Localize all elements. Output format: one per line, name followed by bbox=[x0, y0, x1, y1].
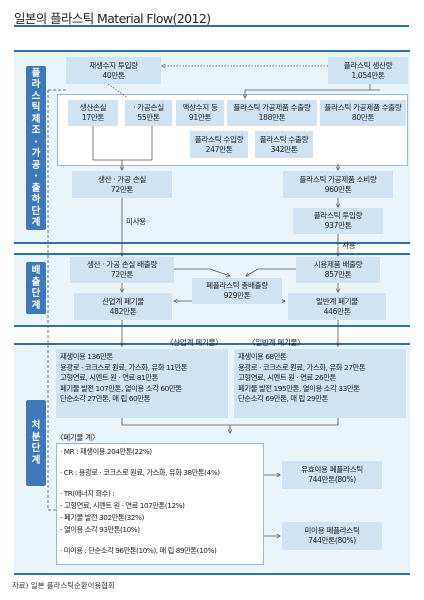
general-line: 용광로 · 코크스로 원료, 가스화, 유화 27만톤 bbox=[238, 362, 366, 372]
industrial-header: 〈산업계 폐기물〉 bbox=[166, 338, 223, 347]
processing-loss-value: 55만톤 bbox=[137, 113, 160, 122]
stage-label-production: 플라스틱제조·가공·출하단계 bbox=[26, 66, 46, 230]
resin-input-box: 재생수지 투입량 40만톤 bbox=[66, 57, 161, 84]
total-emission-name: 폐플라스틱 총배출량 bbox=[206, 281, 268, 291]
general-waste-box: 일반계 폐기물 446만톤 bbox=[288, 293, 386, 320]
product-export-value: 188만톤 bbox=[258, 113, 286, 122]
processed-export-value: 80만톤 bbox=[351, 113, 375, 122]
loss-emission-name: 생산 · 가공 손실 배출량 bbox=[86, 260, 158, 270]
effective-use-box: 유효이용 폐플라스틱 744만톤(80%) bbox=[282, 461, 382, 489]
plastic-import-name: 플라스틱 수입량 bbox=[194, 134, 244, 144]
production-loss-name: 생산손실 bbox=[79, 103, 107, 113]
market-emission-name: 시용제품 배출량 bbox=[313, 260, 363, 270]
consumption-box: 플라스틱 가공제품 소비량 960만톤 bbox=[283, 171, 393, 198]
loss-emission-box: 생산 · 가공 손실 배출량 72만톤 bbox=[70, 257, 174, 283]
general-detail-box: 재생이용 68만톤 용광로 · 코크스로 원료, 가스화, 유화 27만톤 고형… bbox=[234, 349, 406, 418]
plastic-export-box: 플라스틱 수출량 342만톤 bbox=[255, 131, 313, 158]
unutilized-box: 미이용 폐플라스틱 744만톤(80%) bbox=[282, 522, 382, 550]
industrial-waste-name: 산업계 폐기물 bbox=[102, 296, 144, 306]
tr-header: · TR(에너지 회수) : bbox=[60, 489, 115, 498]
processing-loss-box: · 가공손실 55만톤 bbox=[125, 100, 172, 126]
liquid-resin-value: 91만톤 bbox=[188, 113, 212, 122]
plastic-output-name: 플라스틱 생산량 bbox=[343, 60, 393, 70]
general-line: 단순소각 69만톤, 매 립 29만톤 bbox=[238, 394, 328, 404]
consumption-name: 플라스틱 가공제품 소비량 bbox=[299, 174, 377, 184]
industrial-waste-value: 482만톤 bbox=[109, 306, 137, 316]
tr-line: - 열이용 소각 93만톤(10%) bbox=[60, 525, 140, 534]
use-label: 사용 bbox=[342, 241, 356, 250]
resin-input-value: 40만톤 bbox=[102, 70, 125, 80]
general-waste-name: 일반계 폐기물 bbox=[316, 296, 358, 306]
unused-label: 미사용 bbox=[126, 217, 146, 226]
loss-emission-value: 72만톤 bbox=[110, 270, 134, 279]
plastic-import-box: 플라스틱 수입량 247만톤 bbox=[190, 131, 248, 158]
industrial-line: 용광로 · 코크스로 원료, 가스화, 유화 11만톤 bbox=[60, 362, 188, 372]
plastic-output-box: 플라스틱 생산량 1,054만톤 bbox=[328, 57, 408, 84]
total-emission-box: 폐플라스틱 총배출량 929만톤 bbox=[192, 278, 282, 304]
processing-loss-name: · 가공손실 bbox=[133, 103, 164, 113]
title-underline bbox=[14, 25, 409, 27]
general-waste-value: 446만톤 bbox=[323, 306, 351, 316]
plastic-export-name: 플라스틱 수출량 bbox=[259, 134, 309, 144]
plastic-input-name: 플라스틱 투입량 bbox=[313, 211, 363, 221]
production-loss-box: 생산손실 17만톤 bbox=[68, 100, 118, 126]
market-emission-value: 857만톤 bbox=[324, 270, 352, 279]
industrial-line: 폐기물 발전 107만톤, 열이용 소각 60만톤 bbox=[60, 383, 182, 393]
plastic-import-value: 247만톤 bbox=[205, 144, 233, 154]
general-line: 고형연료, 시멘트 원 · 연료 26만톤 bbox=[238, 373, 336, 383]
liquid-resin-name: 액상수지 등 bbox=[182, 103, 218, 113]
market-emission-box: 시용제품 배출량 857만톤 bbox=[296, 257, 380, 283]
plastic-output-value: 1,054만톤 bbox=[351, 70, 385, 80]
industrial-line: 단순소각 27만톤, 매 립 60만톤 bbox=[60, 394, 150, 404]
plastic-input-value: 937만톤 bbox=[324, 221, 352, 230]
stage-label-emission-text: 배출단계 bbox=[31, 265, 41, 311]
processed-export-box: 플라스틱 가공제품 수출량 80만톤 bbox=[320, 100, 406, 126]
liquid-resin-box: 액상수지 등 91만톤 bbox=[176, 100, 224, 126]
plastic-export-value: 342만톤 bbox=[270, 144, 298, 154]
industrial-line: 재생이용 136만톤 bbox=[60, 352, 113, 361]
industrial-line: 고형연료, 시멘트 원 · 연료 81만톤 bbox=[60, 373, 158, 383]
source-note: 자료) 일본 플라스틱순환이용협회 bbox=[12, 581, 115, 590]
general-header: 〈일반계 폐기물〉 bbox=[248, 338, 305, 347]
production-loss-value: 17만톤 bbox=[81, 113, 105, 122]
general-line: 재생이용 68만톤 bbox=[238, 352, 287, 361]
stage-label-disposal: 처분단계 bbox=[26, 400, 46, 486]
stage-label-disposal-text: 처분단계 bbox=[31, 420, 41, 466]
unutilized-value: 744만톤(80%) bbox=[308, 536, 356, 545]
loss-total-name: 생산 · 가공 손실 bbox=[97, 174, 147, 184]
processed-export-name: 플라스틱 가공제품 수출량 bbox=[324, 103, 402, 113]
total-header: 〈폐기물 계〉 bbox=[56, 433, 100, 442]
stage-label-production-text: 플라스틱제조·가공·출하단계 bbox=[31, 67, 41, 229]
cr-line: · CR : 용광로 · 코크스로 원료, 가스화, 유화 38만톤(4%) bbox=[60, 468, 220, 477]
general-line: 폐기물 발전 195만톤, 열이용 소각 33만톤 bbox=[238, 383, 360, 393]
industrial-waste-box: 산업계 폐기물 482만톤 bbox=[74, 293, 172, 320]
product-export-name: 플라스틱 가공제품 수출량 bbox=[233, 103, 311, 113]
loss-total-box: 생산 · 가공 손실 72만톤 bbox=[72, 171, 172, 198]
effective-use-value: 744만톤(80%) bbox=[308, 475, 356, 484]
unused-disposal-line: · 미이용 : 단순소각 96만톤(10%), 매 립 89만톤(10%) bbox=[60, 546, 217, 555]
total-emission-value: 929만톤 bbox=[223, 291, 251, 300]
mr-line: · MR : 재생이용 204만톤(22%) bbox=[60, 447, 152, 456]
plastic-input-box: 플라스틱 투입량 937만톤 bbox=[293, 208, 383, 234]
total-breakdown-box bbox=[56, 443, 264, 565]
loss-total-value: 72만톤 bbox=[110, 184, 134, 194]
tr-line: - 폐기물 발전 302만톤(32%) bbox=[60, 513, 144, 522]
consumption-value: 960만톤 bbox=[324, 184, 352, 194]
resin-input-name: 재생수지 투입량 bbox=[89, 60, 138, 70]
effective-use-name: 유효이용 폐플라스틱 bbox=[301, 465, 363, 475]
page-title: 일본의 플라스틱 Material Flow(2012) bbox=[14, 11, 211, 26]
unutilized-name: 미이용 폐플라스틱 bbox=[304, 526, 360, 536]
stage-label-emission: 배출단계 bbox=[26, 262, 46, 314]
product-export-box: 플라스틱 가공제품 수출량 188만톤 bbox=[227, 100, 317, 126]
industrial-detail-box: 재생이용 136만톤 용광로 · 코크스로 원료, 가스화, 유화 11만톤 고… bbox=[56, 349, 228, 418]
tr-line: - 고형연료, 시멘트 원 · 연료 107만톤(12%) bbox=[60, 501, 185, 510]
